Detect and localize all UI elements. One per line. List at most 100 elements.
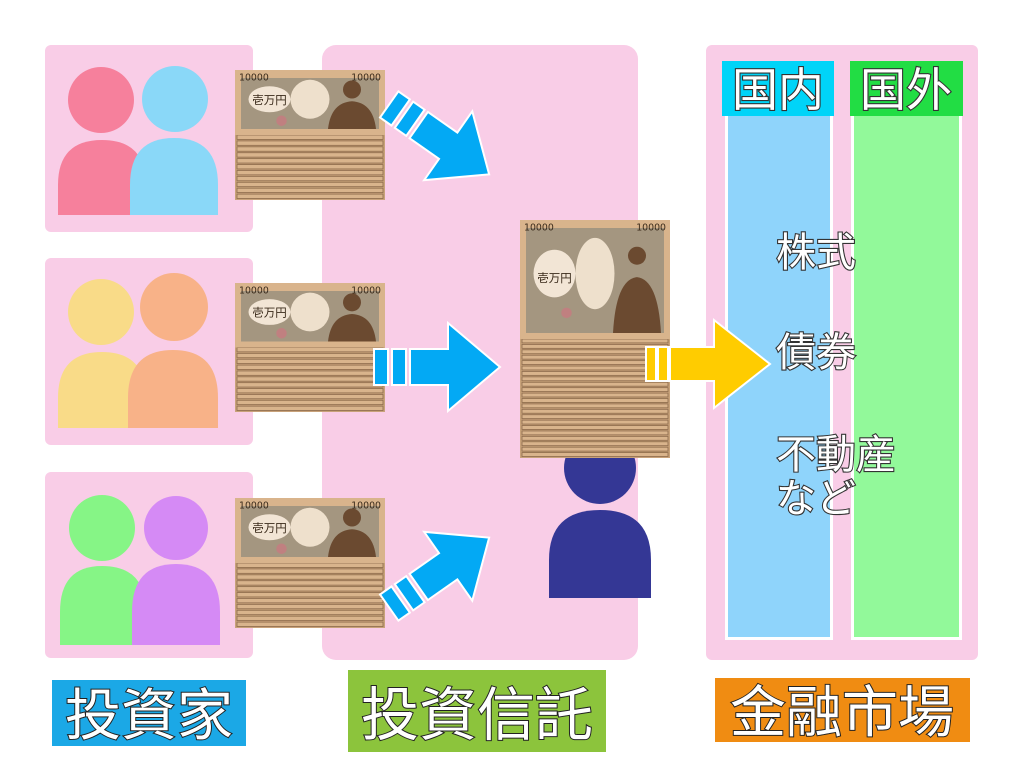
stack-layer (236, 364, 384, 370)
portrait-head (343, 508, 361, 527)
arrow-top-icon (378, 89, 491, 182)
stack-layer (236, 609, 384, 616)
stack-layer (236, 580, 384, 586)
stack-layer (236, 181, 384, 188)
investors-label: 投資家 (65, 684, 233, 749)
asset-real-estate: 不動産 (776, 432, 896, 478)
arrow-to-market-icon (645, 317, 772, 411)
stack-layer (236, 592, 384, 598)
bill-denomination: 10000 (524, 222, 554, 233)
banknote-stack-icon: 10000 10000 壱万円 (235, 70, 385, 200)
bill-watermark (290, 79, 330, 119)
stack-layer (236, 170, 384, 176)
banknote-stack-icon: 10000 10000 壱万円 (520, 220, 670, 458)
stack-layer (521, 403, 669, 409)
bill-denomination: 10000 (239, 285, 269, 296)
stack-layer (521, 414, 669, 420)
stack-layer (521, 435, 669, 441)
stack-layer (236, 388, 384, 394)
stack-layer (236, 140, 384, 146)
portrait-body (328, 313, 376, 342)
bill-kanji-badge (533, 249, 576, 298)
stack-layer (236, 347, 384, 353)
stack-layer (236, 187, 384, 193)
bill-denomination: 10000 (239, 500, 269, 511)
bill-kanji: 壱万円 (252, 306, 287, 320)
bill-denomination: 10000 (351, 285, 381, 296)
portrait-body (328, 529, 376, 557)
banknote: 10000 10000 壱万円 (235, 70, 385, 135)
stack-layer (521, 392, 669, 398)
person-orange-icon (128, 350, 218, 428)
bill-denomination: 10000 (636, 222, 666, 233)
investors-label-bg (52, 680, 246, 746)
portrait-head (628, 246, 646, 265)
portrait-head (343, 80, 361, 99)
banknote: 10000 10000 壱万円 (235, 283, 385, 348)
bill-kanji-badge (248, 514, 291, 541)
stack-layer (236, 175, 384, 182)
asset-bonds: 債券 (776, 330, 856, 376)
stack-layer (236, 382, 384, 388)
person-head (68, 67, 134, 133)
bill-kanji-badge (248, 86, 291, 113)
stack-layer (236, 134, 384, 140)
bill-seal (276, 328, 287, 339)
investor-pair-3 (60, 495, 220, 645)
bill-kanji-badge (248, 299, 291, 325)
domestic-label: 国内 (732, 63, 824, 117)
bill-kanji: 壱万円 (252, 521, 287, 535)
fund-label: 投資信託 (361, 681, 593, 749)
stack-layer (236, 574, 384, 580)
banknote: 10000 10000 壱万円 (520, 220, 670, 339)
person-green-icon (60, 566, 146, 645)
market-label-bg (715, 678, 970, 742)
stack-layer (521, 425, 669, 430)
person-body (549, 510, 651, 598)
person-yellow-icon (58, 352, 146, 428)
stack-layer (236, 152, 384, 158)
foreign-header (850, 61, 963, 116)
stack-layer (236, 615, 384, 621)
arrow-middle-icon (373, 320, 502, 414)
stack-layer (521, 430, 669, 436)
stack-layer (521, 398, 669, 403)
stack-layer (521, 408, 669, 414)
foreign-column (854, 115, 959, 637)
person-head (144, 496, 208, 560)
bill-kanji: 壱万円 (252, 93, 287, 107)
stack-layer (236, 399, 384, 406)
banknote-stack-icon: 10000 10000 壱万円 (235, 283, 385, 412)
stack-layer (236, 621, 384, 627)
person-cyan-icon (130, 138, 218, 215)
bill-watermark (290, 507, 330, 547)
stack-layer (236, 603, 384, 610)
stack-layer (236, 405, 384, 411)
foreign-label: 国外 (860, 63, 952, 117)
asset-stocks: 株式 (776, 230, 856, 276)
stack-layer (236, 158, 384, 164)
stack-layer (521, 452, 669, 457)
arrow-bottom-icon (378, 530, 491, 623)
person-head (69, 495, 135, 561)
portrait-body (328, 101, 376, 129)
stack-layer (236, 394, 384, 400)
bill-seal (276, 115, 287, 126)
person-pink-icon (58, 140, 146, 215)
stack-layer (236, 568, 384, 574)
stack-layer (521, 381, 669, 387)
stack-layer (521, 446, 669, 452)
stack-layer (236, 164, 384, 170)
bill-denomination: 10000 (239, 72, 269, 83)
bill-kanji: 壱万円 (537, 271, 572, 285)
stack-layer (521, 419, 669, 425)
stack-layer (236, 586, 384, 592)
bill-denomination: 10000 (351, 72, 381, 83)
investor-pair-2 (58, 273, 218, 428)
person-head (68, 279, 134, 345)
stack-layer (236, 352, 384, 359)
stack-layer (521, 338, 669, 344)
stack-layer (236, 358, 384, 364)
